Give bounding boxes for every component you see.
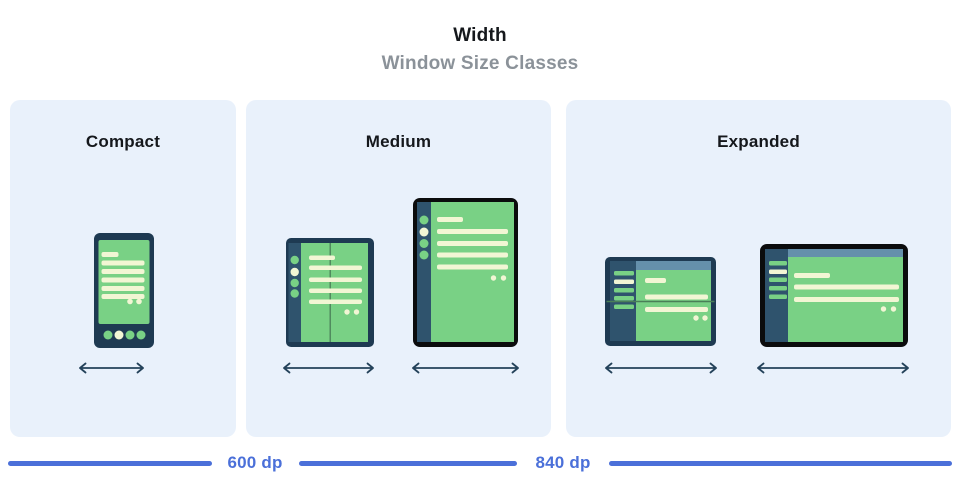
width-arrow-icon (412, 362, 519, 374)
tablet-portrait-illustration (413, 198, 518, 347)
panel-compact: Compact (10, 100, 236, 437)
panel-medium: Medium (246, 100, 551, 437)
breakpoint-600dp-label: 600 dp (227, 453, 283, 472)
width-arrow-icon (283, 362, 374, 374)
page-title: Width (453, 25, 507, 46)
foldable-landscape-illustration (605, 257, 716, 346)
tablet-landscape-illustration (760, 244, 908, 347)
panel-medium-label: Medium (365, 132, 432, 151)
panel-expanded-label: Expanded (717, 132, 800, 151)
phone-portrait-illustration (94, 233, 154, 348)
axis-line-segment (8, 461, 212, 466)
width-arrow-icon (605, 362, 717, 374)
axis-line-segment (609, 461, 952, 466)
width-arrow-icon (79, 362, 144, 374)
page-subtitle: Window Size Classes (381, 53, 579, 74)
breakpoint-840dp-label: 840 dp (535, 453, 591, 472)
axis-line-segment (299, 461, 517, 466)
panel-compact-label: Compact (85, 132, 161, 151)
panel-expanded: Expanded (566, 100, 951, 437)
foldable-portrait-illustration (286, 238, 374, 347)
width-arrow-icon (757, 362, 909, 374)
